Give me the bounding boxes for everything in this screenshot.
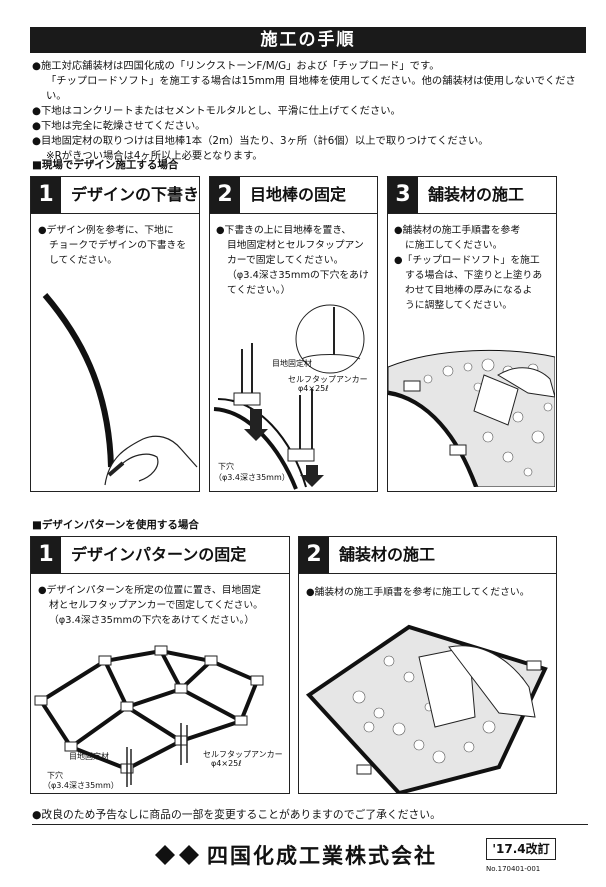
page-title: 施工の手順: [30, 27, 586, 53]
note-line: 「チップロードソフト」を施工する場合は15mm用 目地棒を使用してください。他の…: [46, 75, 576, 102]
step-panel-3: 3 舗装材の施工 ●舗装材の施工手順書を参考 に施工してください。 ●「チップロ…: [387, 176, 557, 492]
fixer-label: 目地固定材: [272, 359, 312, 368]
revision-badge: '17.4改訂: [486, 838, 556, 860]
step-header: 3 舗装材の施工: [388, 177, 556, 214]
step-description: ●デザイン例を参考に、下地に チョークでデザインの下書きを してください。: [38, 223, 186, 268]
desc-line: わせて目地棒の厚みになるよ: [405, 285, 533, 296]
chalk-drawing-illustration: [42, 293, 198, 486]
anchor-size-label: φ4×25ℓ: [298, 384, 329, 393]
desc-line: うに調整してください。: [405, 300, 513, 311]
fixer-label: 目地固定材: [69, 752, 109, 761]
step-header: 1 デザインの下書き: [31, 177, 199, 214]
desc-line: チョークでデザインの下書きを: [49, 240, 187, 251]
step-description: ●デザインパターンを所定の位置に置き、目地固定 材とセルフタップアンカーで固定し…: [38, 583, 263, 628]
step-number: 2: [299, 537, 329, 573]
step-description: ●舗装材の施工手順書を参考に施工してください。: [306, 585, 530, 600]
section-label-pattern: ■デザインパターンを使用する場合: [32, 519, 199, 531]
step-header: 1 デザインパターンの固定: [31, 537, 289, 574]
pilot-hole-size-label: （φ3.4深さ35mm）: [214, 473, 290, 482]
anchor-label: セルフタップアンカー: [288, 375, 368, 384]
desc-line: （φ3.4深さ35mmの下穴をあけ: [227, 270, 369, 281]
pattern-step-panel-1: 1 デザインパターンの固定 ●デザインパターンを所定の位置に置き、目地固定 材と…: [30, 536, 290, 794]
footer-divider: [32, 824, 588, 825]
step-number: 1: [31, 537, 61, 573]
desc-line: （φ3.4深さ35mmの下穴をあけてください。）: [49, 615, 255, 626]
step-number: 2: [210, 177, 240, 213]
note-line: ●目地固定材の取りつけは目地棒1本（2m）当たり、3ヶ所（計6個）以上で取りつけ…: [32, 135, 489, 147]
desc-line: ●舗装材の施工手順書を参考: [394, 225, 521, 236]
disclaimer-note: ●改良のため予告なしに商品の一部を変更することがありますのでご了承ください。: [32, 808, 441, 821]
step-panel-2: 2 目地棒の固定 ●下書きの上に目地棒を置き、 目地固定材とセルフタップアン カ…: [209, 176, 378, 492]
company-name: 四国化成工業株式会社: [155, 840, 437, 870]
company-logo-icon: [155, 845, 199, 865]
desc-line: ●「チップロードソフト」を施工: [394, 255, 540, 266]
step-title: 目地棒の固定: [250, 185, 347, 204]
note-line: ●下地は完全に乾燥させてください。: [32, 120, 206, 132]
pilot-hole-label: 下穴: [47, 771, 63, 780]
joint-fixing-illustration: [213, 304, 365, 490]
step-description: ●舗装材の施工手順書を参考 に施工してください。 ●「チップロードソフト」を施工…: [394, 223, 542, 313]
desc-line: てください。）: [227, 285, 291, 296]
section-label-onsite: ■現場でデザイン施工する場合: [32, 159, 179, 171]
pilot-hole-size-label: （φ3.4深さ35mm）: [43, 781, 119, 790]
step-header: 2 舗装材の施工: [299, 537, 556, 574]
desc-line: ●下書きの上に目地棒を置き、: [216, 225, 352, 236]
desc-line: ●デザインパターンを所定の位置に置き、目地固定: [38, 585, 261, 596]
desc-line: 材とセルフタップアンカーで固定してください。: [49, 600, 263, 611]
step-title: 舗装材の施工: [339, 545, 436, 564]
step-number: 1: [31, 177, 61, 213]
company-name-text: 四国化成工業株式会社: [207, 844, 437, 868]
step-panel-1: 1 デザインの下書き ●デザイン例を参考に、下地に チョークでデザインの下書きを…: [30, 176, 200, 492]
paving-illustration: [388, 349, 555, 487]
desc-line: ●舗装材の施工手順書を参考に施工してください。: [306, 587, 530, 598]
desc-line: に施工してください。: [405, 240, 503, 251]
note-line: ●施工対応舗装材は四国化成の「リンクストーンF/M/G」および「チップロード」で…: [32, 60, 440, 72]
anchor-label: セルフタップアンカー: [203, 750, 283, 759]
notes-block: ●施工対応舗装材は四国化成の「リンクストーンF/M/G」および「チップロード」で…: [32, 59, 592, 164]
design-pattern-illustration: [34, 645, 264, 787]
note-line: ●下地はコンクリートまたはセメントモルタルとし、平滑に仕上げてください。: [32, 105, 401, 117]
document-number: No.170401-001: [486, 865, 541, 873]
anchor-size-label: φ4×25ℓ: [211, 759, 242, 768]
desc-line: ●デザイン例を参考に、下地に: [38, 225, 174, 236]
step-number: 3: [388, 177, 418, 213]
step-title: デザインの下書き: [71, 185, 200, 204]
step-title: 舗装材の施工: [428, 185, 525, 204]
step-header: 2 目地棒の固定: [210, 177, 377, 214]
desc-line: カーで固定してください。: [227, 255, 344, 266]
note-line: ※Rがきつい場合は4ヶ所以上必要となります。: [46, 150, 263, 162]
step-description: ●下書きの上に目地棒を置き、 目地固定材とセルフタップアン カーで固定してくださ…: [216, 223, 369, 298]
desc-line: してください。: [49, 255, 117, 266]
pattern-paving-illustration: [305, 624, 548, 793]
step-title: デザインパターンの固定: [71, 545, 247, 564]
pilot-hole-label: 下穴: [218, 462, 234, 471]
desc-line: 目地固定材とセルフタップアン: [227, 240, 364, 251]
pattern-step-panel-2: 2 舗装材の施工 ●舗装材の施工手順書を参考に施工してください。: [298, 536, 557, 794]
desc-line: する場合は、下塗りと上塗りあ: [405, 270, 543, 281]
